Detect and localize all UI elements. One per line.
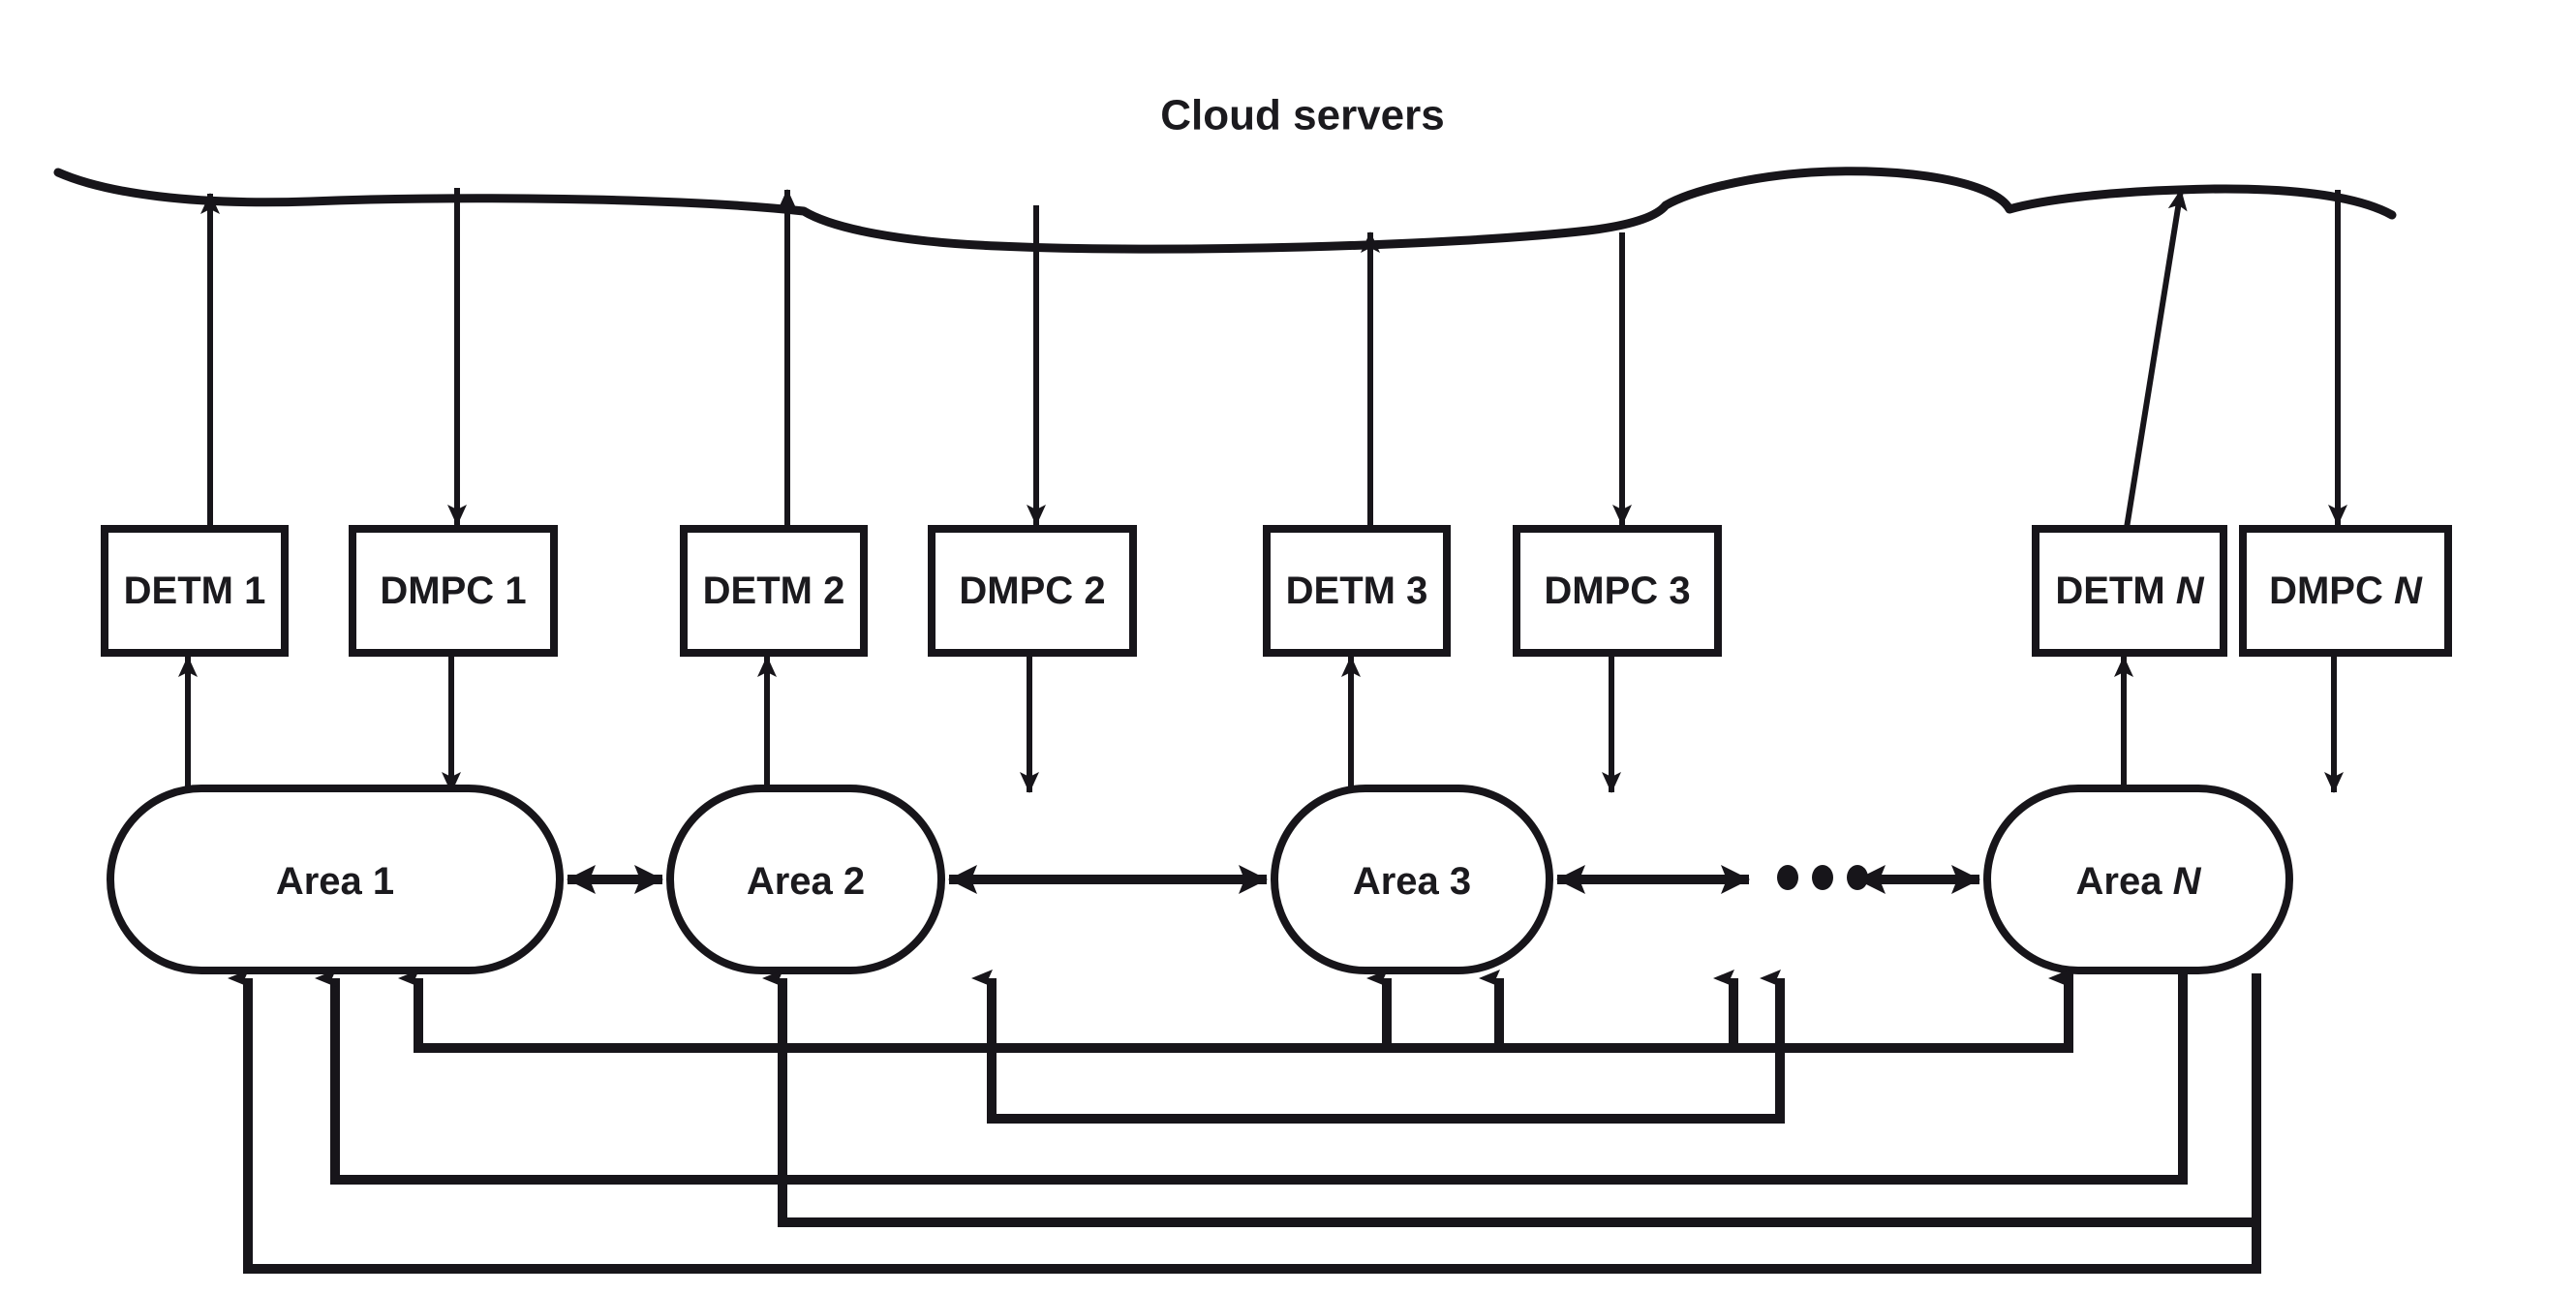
dmpc-box-3[interactable]: DMPC 3 [1513, 525, 1722, 657]
detm-box-2[interactable]: DETM 2 [680, 525, 868, 657]
detm-box-2-label: DETM 2 [703, 570, 845, 612]
area-node-1-label: Area 1 [276, 860, 394, 903]
dmpc-box-N-label: DMPC N [2269, 570, 2423, 612]
detm-box-N[interactable]: DETM N [2032, 525, 2227, 657]
cloud-box-links [200, 188, 2347, 529]
cloud-servers-group[interactable]: Cloud servers [15, 12, 2569, 254]
area-node-N-label: Area N [2076, 860, 2202, 903]
dmpc-box-2-label: DMPC 2 [959, 570, 1105, 612]
detm-box-3-label: DETM 3 [1286, 570, 1428, 612]
area-node-1[interactable]: Area 1 [107, 785, 564, 974]
dmpc-box-3-label: DMPC 3 [1544, 570, 1690, 612]
area-node-3-label: Area 3 [1353, 860, 1471, 903]
area-node-2[interactable]: Area 2 [666, 785, 945, 974]
feedback-bus [228, 970, 2261, 1274]
ellipsis-dot-1 [1777, 865, 1798, 890]
feedback-areaN-to-area1[interactable] [228, 970, 2261, 1274]
ellipsis-dot-2 [1812, 865, 1833, 890]
ellipsis-dots [1777, 865, 1868, 890]
dmpc-box-N[interactable]: DMPC N [2239, 525, 2452, 657]
detm-box-1-label: DETM 1 [124, 570, 266, 612]
dmpc-box-2[interactable]: DMPC 2 [928, 525, 1137, 657]
detm-box-1[interactable]: DETM 1 [101, 525, 289, 657]
area-node-2-label: Area 2 [747, 860, 865, 903]
detm-box-3[interactable]: DETM 3 [1263, 525, 1451, 657]
area-node-N[interactable]: Area N [1983, 785, 2293, 974]
dmpc-box-1-label: DMPC 1 [380, 570, 526, 612]
area-interconnects [567, 865, 1980, 894]
box-area-links [178, 655, 2344, 794]
cloud-shape [15, 12, 2569, 216]
feedback-area2-down-branch[interactable] [987, 1048, 1785, 1124]
detm-box-N-label: DETM N [2055, 570, 2204, 612]
cloud-underside [53, 167, 2397, 254]
ellipsis-dot-3 [1847, 865, 1868, 890]
dmpc-box-1[interactable]: DMPC 1 [349, 525, 558, 657]
controller-boxes: DETM 1 DMPC 1 DETM 2 DMPC 2 DETM 3 [101, 525, 2452, 657]
area-node-3[interactable]: Area 3 [1271, 785, 1553, 974]
feedback-area1-down-branch[interactable] [778, 1180, 2261, 1227]
feedback-midbus-to-area1[interactable] [398, 970, 2073, 1053]
feedback-dots-to-area1[interactable] [315, 970, 2188, 1185]
link-detmN-to-cloud[interactable] [2124, 189, 2188, 529]
area-nodes: Area 1 Area 2 Area 3 Area N [107, 785, 2293, 974]
cloud-label: Cloud servers [1160, 92, 1444, 139]
